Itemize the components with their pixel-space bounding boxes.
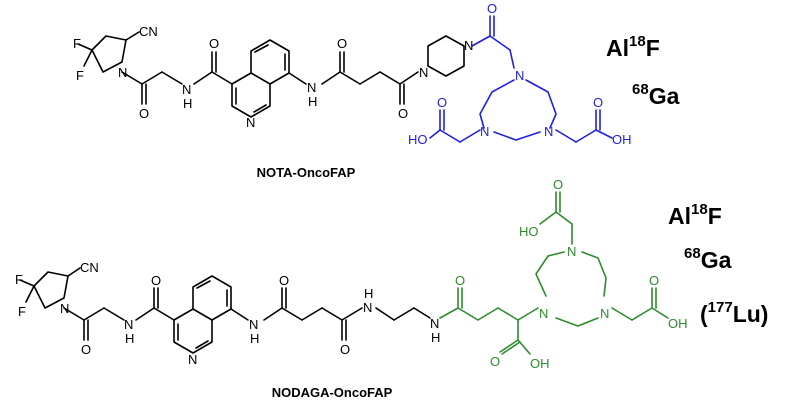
atom-label: O (279, 273, 289, 288)
atom-label: O (139, 106, 149, 121)
atom-label: O (340, 342, 350, 357)
atom-label: H (183, 96, 192, 111)
nota-core-bonds (77, 31, 465, 118)
isotope-al18f-nodaga: Al18F (668, 201, 722, 229)
atom-label: N (363, 300, 372, 315)
caption-nodaga-oncofap: NODAGA-OncoFAP (272, 385, 393, 400)
atom-label: O (487, 1, 497, 16)
atom-label: HO (519, 224, 539, 239)
isotope-mass: 68 (684, 245, 701, 262)
atom-label: N (464, 38, 473, 53)
atom-label: F (18, 304, 26, 319)
nodaga-atom-labels: F F N CN O N H O N N H O O N H N H (15, 260, 440, 367)
isotope-element: F (708, 203, 722, 229)
atom-label: H (125, 331, 134, 346)
atom-label: O (593, 95, 603, 110)
atom-label: N (544, 124, 553, 139)
isotope-element: Ga (701, 247, 732, 273)
caption-nota-oncofap: NOTA-OncoFAP (257, 165, 356, 180)
atom-label: O (649, 273, 659, 288)
atom-label: O (553, 177, 563, 192)
atom-label: N (539, 306, 548, 321)
atom-label: N (246, 115, 255, 130)
nota-chelator-bonds (429, 15, 613, 143)
atom-label: N (182, 82, 191, 97)
nodaga-core-bonds (19, 267, 431, 354)
atom-label: N (118, 65, 127, 80)
nota-chelator-labels: O N N N HO O O OH (408, 1, 632, 147)
atom-label: N (60, 301, 69, 316)
isotope-mass: 18 (629, 33, 646, 50)
atom-label: N (515, 68, 524, 83)
atom-label: O (209, 36, 219, 51)
atom-label: F (76, 68, 84, 83)
isotope-prefix: ( (700, 301, 708, 327)
isotope-177lu-nodaga: (177Lu) (700, 299, 768, 327)
isotope-al18f-nota: Al18F (606, 33, 660, 61)
atom-label: N (249, 317, 258, 332)
atom-label: N (307, 80, 316, 95)
isotope-element: Ga (649, 83, 680, 109)
atom-label: H (364, 286, 373, 301)
atom-label: F (73, 36, 81, 51)
atom-label: N (567, 244, 576, 259)
atom-label: H (308, 94, 317, 109)
isotope-prefix: Al (606, 35, 629, 61)
atom-label: OH (612, 132, 632, 147)
isotope-prefix: Al (668, 203, 691, 229)
atom-label: HO (408, 132, 428, 147)
atom-label: F (15, 272, 23, 287)
isotope-element: F (646, 35, 660, 61)
atom-label: O (398, 106, 408, 121)
isotope-68ga-nota: 68Ga (632, 81, 680, 109)
isotope-68ga-nodaga: 68Ga (684, 245, 732, 273)
isotope-element: Lu) (733, 301, 769, 327)
atom-label: O (81, 342, 91, 357)
nodaga-chelator-labels: O HO O N N N O OH O OH (455, 177, 688, 371)
atom-label: H (431, 330, 440, 345)
atom-label: N (600, 306, 609, 321)
atom-label: H (250, 331, 259, 346)
atom-label: N (480, 124, 489, 139)
isotope-mass: 177 (708, 299, 733, 316)
atom-label: O (490, 354, 500, 369)
atom-label: N (430, 316, 439, 331)
atom-label: N (419, 65, 428, 80)
atom-label: CN (80, 260, 99, 275)
isotope-mass: 68 (632, 81, 649, 98)
atom-label: O (151, 273, 161, 288)
atom-label: CN (139, 24, 158, 39)
atom-label: OH (668, 316, 688, 331)
atom-label: N (188, 352, 197, 367)
atom-label: O (455, 273, 465, 288)
nota-atom-labels: F F N CN O N H O N N H O O N N (73, 24, 473, 130)
nodaga-oncofap-structure (19, 191, 669, 355)
nota-oncofap-structure (77, 15, 613, 143)
isotope-mass: 18 (691, 201, 708, 218)
atom-label: O (337, 36, 347, 51)
nodaga-chelator-bonds (439, 191, 669, 355)
atom-label: N (124, 317, 133, 332)
atom-label: O (437, 95, 447, 110)
atom-label: OH (530, 356, 550, 371)
